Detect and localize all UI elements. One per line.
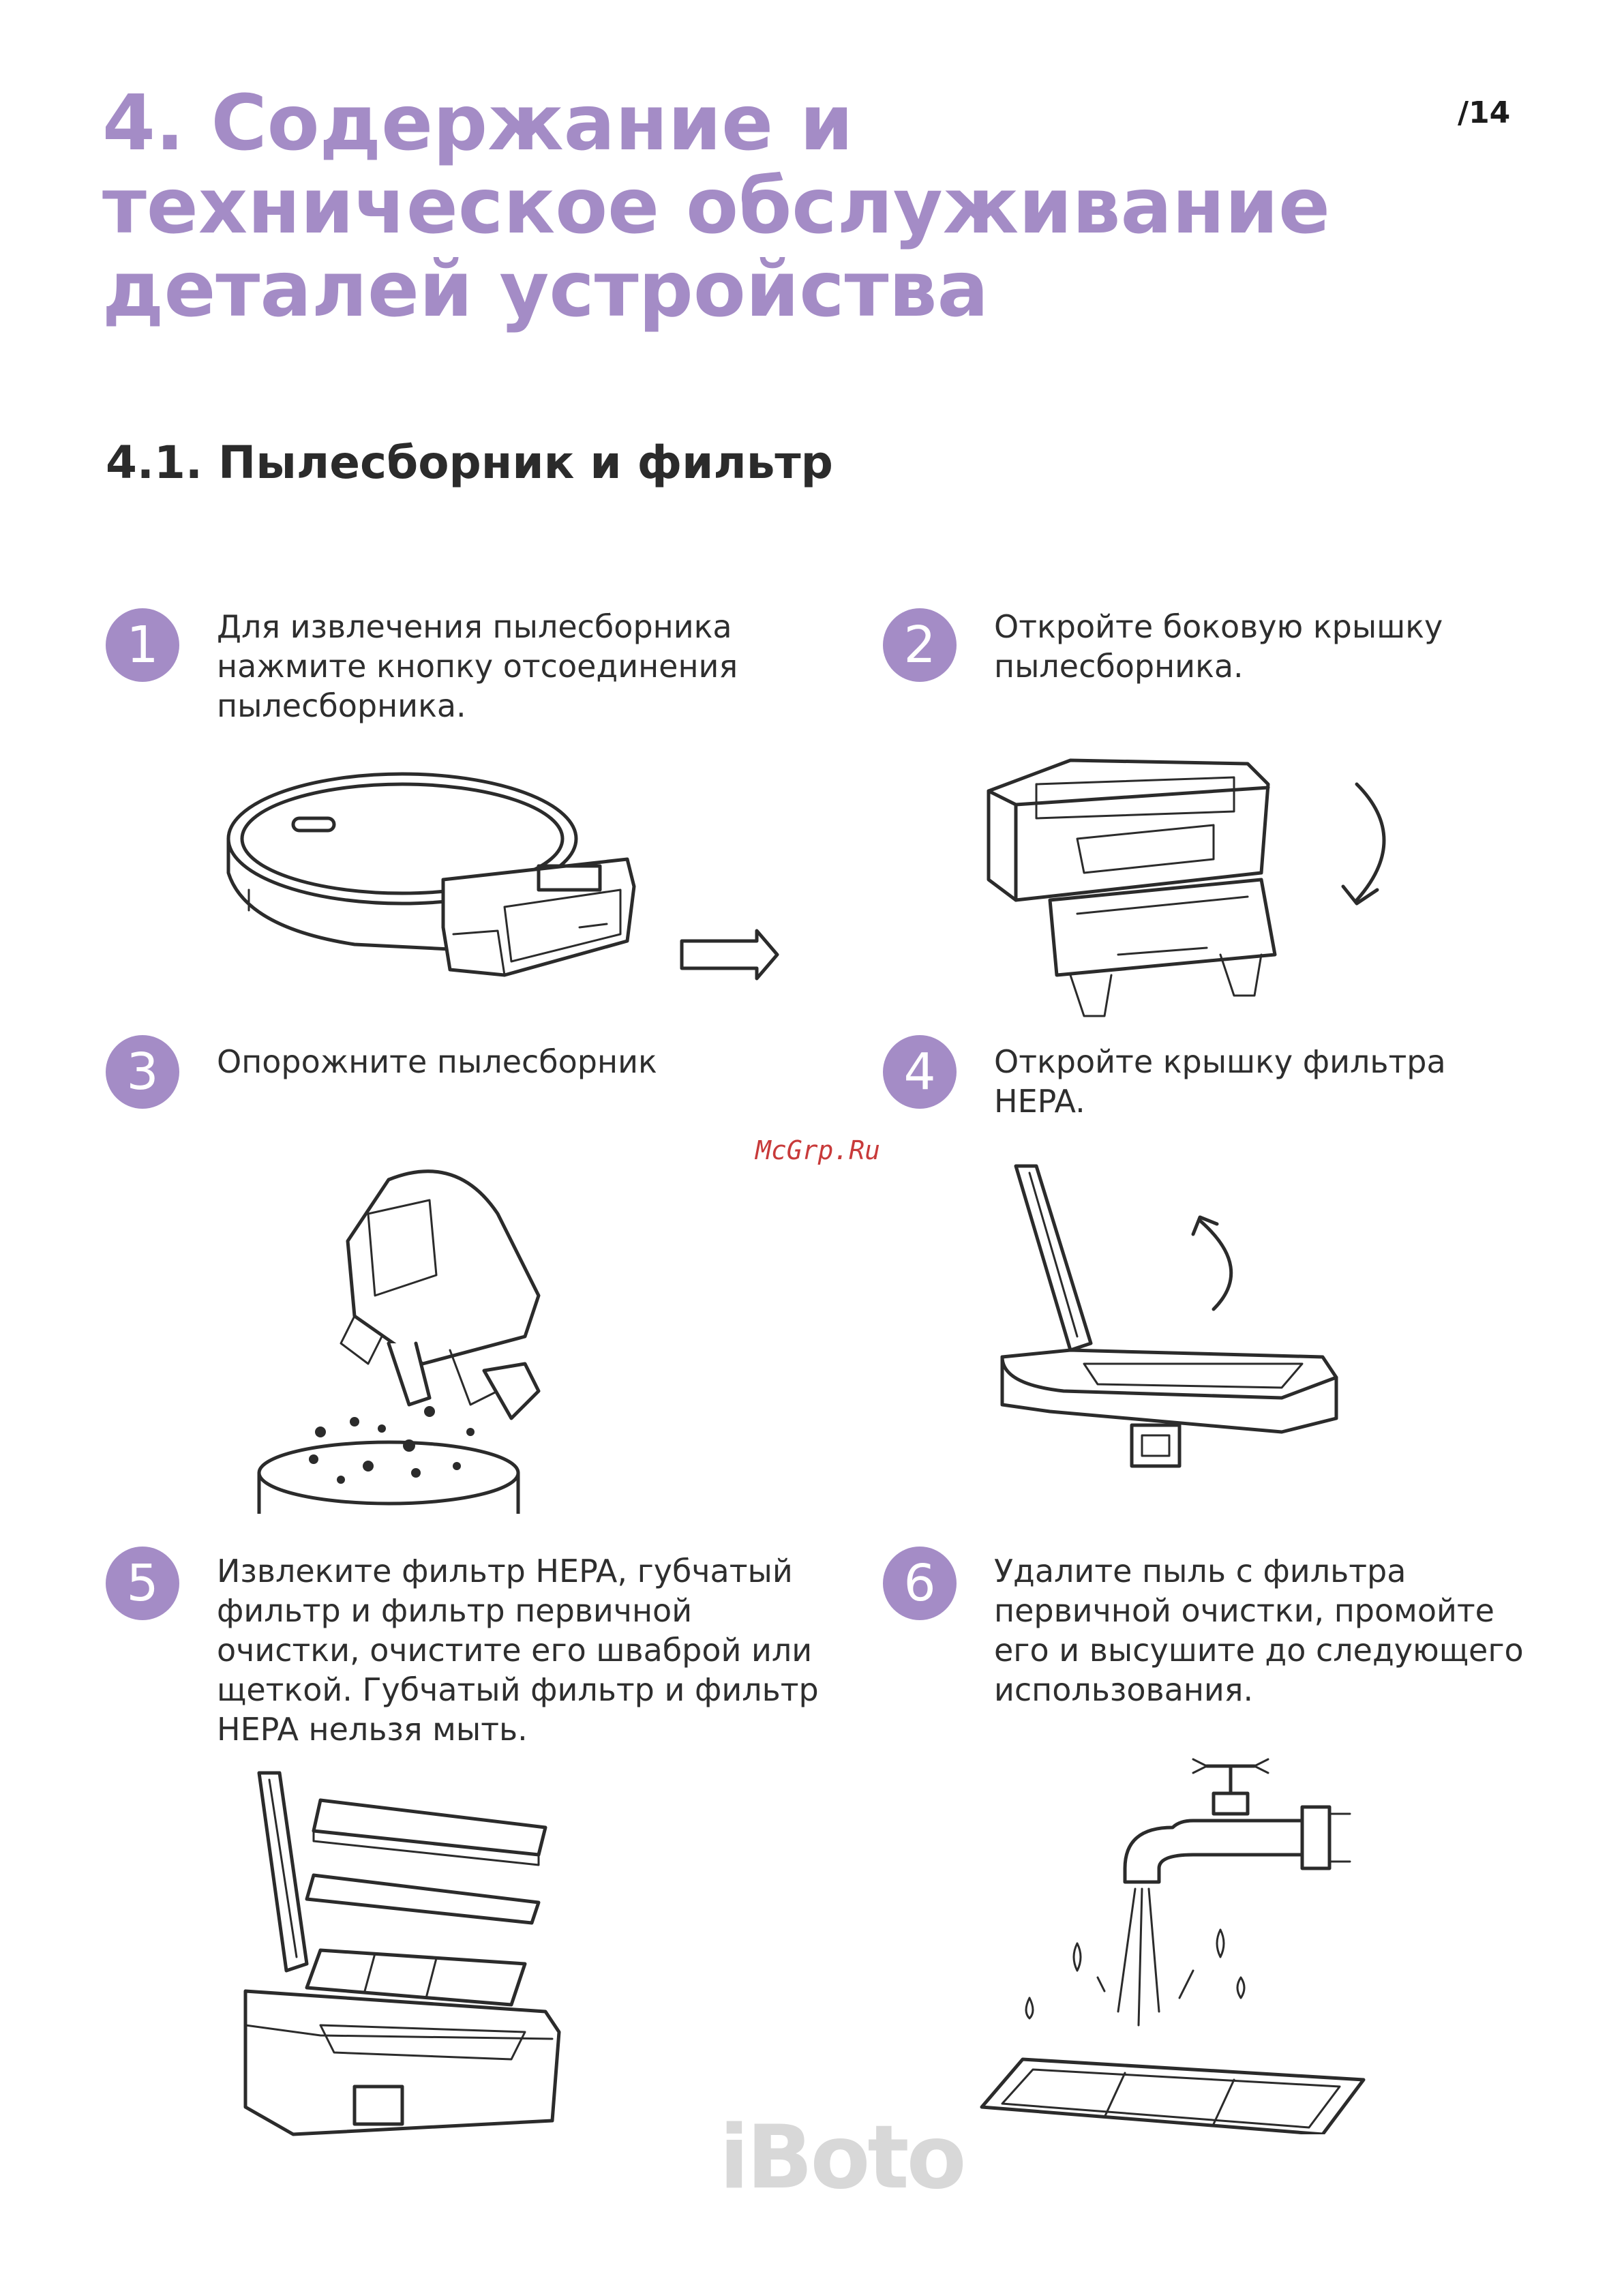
page-title: 4. Содержание и техническое обслуживание… [102,79,1330,334]
step-2-text: Откройте боковую крышку пылесборника. [994,608,1443,685]
emptying-dustbin-illustration [257,1169,541,1514]
filters-exploded-illustration [243,1771,561,2136]
section-title: 4.1. Пылесборник и фильтр [106,436,833,489]
step-5-number: 5 [106,1547,179,1620]
step-6-text: Удалите пыль с фильтра первичной очистки… [994,1553,1524,1708]
hepa-lid-open-illustration [1000,1164,1338,1468]
step-3-number: 3 [106,1035,179,1109]
faucet-washing-filter-illustration [980,1758,1366,2134]
step-4-text: Откройте крышку фильтра HEPA. [994,1043,1446,1120]
brand-logo: iBoto [719,2107,966,2209]
page-number: /14 [1458,95,1511,130]
watermark: McGrp.Ru [755,1135,881,1165]
step-4-number: 4 [883,1035,957,1109]
step-5-text: Извлеките фильтр HEPA, губчатый фильтр и… [217,1553,819,1748]
robot-vacuum-illustration [226,772,779,981]
step-3-text: Опорожните пылесборник [217,1043,657,1080]
step-6-number: 6 [883,1547,957,1620]
step-1-number: 1 [106,608,179,682]
step-2-number: 2 [883,608,957,682]
dustbin-open-lid-illustration [987,758,1386,1017]
step-1-text: Для извлечения пылесборника нажмите кноп… [217,608,738,724]
